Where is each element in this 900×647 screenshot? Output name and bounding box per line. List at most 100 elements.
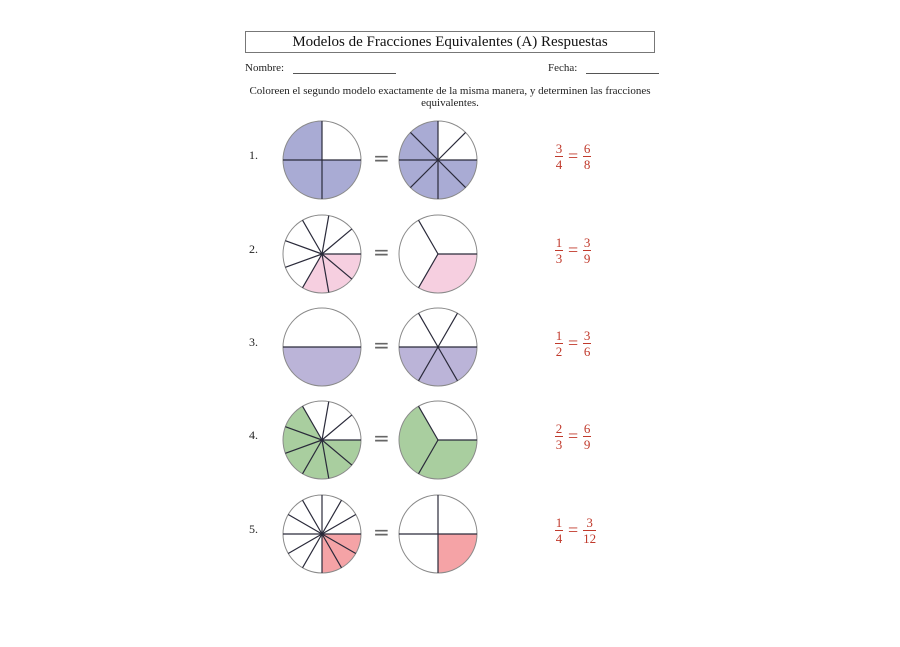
denominator: 3 [555,437,563,452]
problem-number: 4. [249,428,258,442]
problem-number: 5. [249,522,258,536]
shaded-slice [283,160,322,199]
fraction-model-to-color[interactable] [398,120,478,200]
fraction-bar [555,250,563,251]
shaded-slice [283,347,361,386]
name-blank-line[interactable] [292,62,396,74]
fraction-model-given[interactable] [282,214,362,294]
fraction-bar [583,436,592,437]
fraction-bar [555,436,563,437]
equals-sign: = [373,146,390,170]
shaded-slice [410,160,438,199]
numerator: 6 [583,421,591,436]
fraction-model-to-color[interactable] [398,494,478,574]
shaded-slice [438,534,477,573]
answer-equals-sign: = [568,333,579,353]
shaded-slice [418,440,477,479]
name-field: Nombre: [245,62,396,74]
fraction-bar [555,530,563,531]
numerator: 1 [555,235,563,250]
numerator: 3 [555,141,563,156]
shaded-slice [322,254,352,293]
shaded-slice [322,440,352,479]
fraction-bar [583,343,592,344]
fraction-bar [583,156,592,157]
fraction-model-to-color[interactable] [398,214,478,294]
shaded-slice [322,534,361,554]
equals-sign: = [373,426,390,450]
date-field: Fecha: [548,62,660,74]
numerator: 2 [555,421,563,436]
equals-sign: = [373,240,390,264]
numerator: 3 [583,328,591,343]
denominator: 3 [555,251,563,266]
denominator: 12 [583,531,597,546]
name-label: Nombre: [245,62,285,74]
problem-number: 2. [249,242,258,256]
fraction-model-to-color[interactable] [398,307,478,387]
shaded-slice [285,440,322,474]
shaded-slice [410,121,438,160]
denominator: 6 [583,344,591,359]
instructions: Coloreen el segundo modelo exactamente d… [249,85,651,109]
shaded-slice [399,160,438,188]
numerator: 6 [583,141,591,156]
fraction-model-given[interactable] [282,120,362,200]
answer-equals-sign: = [568,520,579,540]
shaded-slice [322,254,361,280]
shaded-slice [302,254,329,293]
shaded-slice [418,347,458,386]
shaded-slice [322,534,342,573]
fraction-model-to-color[interactable] [398,400,478,480]
numerator: 1 [555,515,563,530]
denominator: 2 [555,344,563,359]
fraction-bar [555,156,563,157]
shaded-slice [322,160,361,199]
denominator: 9 [583,437,591,452]
numerator: 3 [586,515,593,530]
equals-sign: = [373,520,390,544]
shaded-slice [438,160,466,199]
shaded-slice [322,534,356,568]
answer-equals-sign: = [568,146,579,166]
equals-sign: = [373,333,390,357]
shaded-slice [418,254,477,293]
answer-equals-sign: = [568,426,579,446]
worksheet-title: Modelos de Fracciones Equivalentes (A) R… [245,31,655,53]
date-label: Fecha: [548,62,578,74]
fraction-bar [583,530,597,531]
fraction-bar [555,343,563,344]
denominator: 9 [583,251,591,266]
shaded-slice [302,440,329,479]
fraction-model-given[interactable] [282,307,362,387]
denominator: 4 [555,531,563,546]
shaded-slice [283,426,322,454]
fraction-model-given[interactable] [282,400,362,480]
numerator: 1 [555,328,563,343]
date-blank-line[interactable] [586,62,660,74]
denominator: 4 [555,157,563,172]
problem-number: 3. [249,335,258,349]
fraction-model-given[interactable] [282,494,362,574]
shaded-slice [283,121,322,160]
